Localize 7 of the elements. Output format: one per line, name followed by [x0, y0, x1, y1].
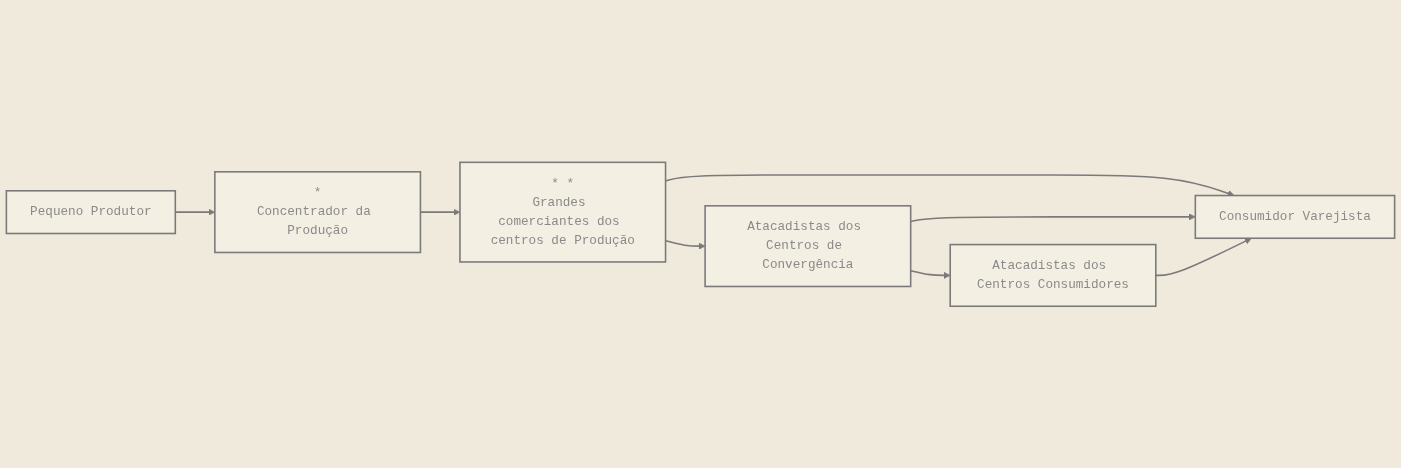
node-box: * * Grandes comerciantes dos centros de Produção [459, 161, 667, 263]
arrow [1155, 237, 1252, 276]
node-box: Consumidor Varejista [1194, 194, 1396, 239]
node-box: Atacadistas dos Centros Consumidores [949, 243, 1157, 307]
node-box: * Concentrador da Produção [214, 170, 422, 253]
node-box: Pequeno Produtor [5, 189, 177, 234]
node-box: Atacadistas dos Centros de Convergência [704, 204, 912, 287]
